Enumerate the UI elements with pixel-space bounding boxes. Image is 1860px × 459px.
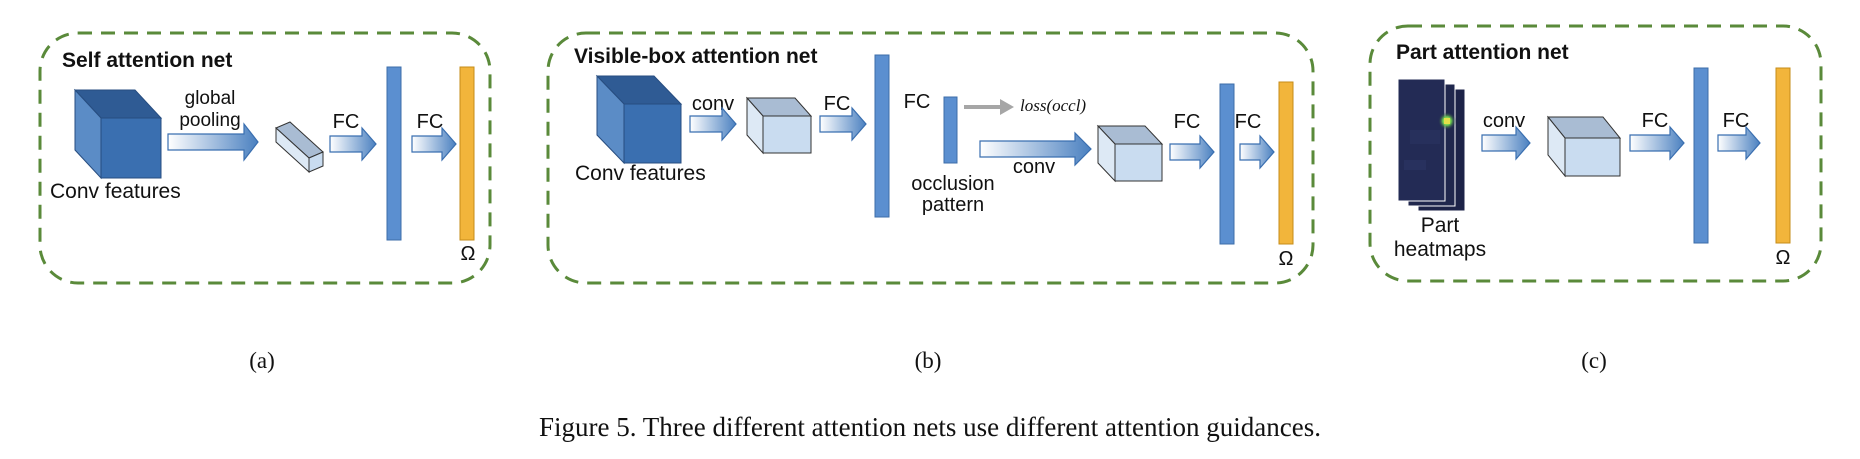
conv-label-c: conv	[1483, 110, 1525, 132]
fc-arrow-b1	[819, 106, 867, 142]
panel-b-border	[546, 31, 1315, 285]
global-pooling-label-line2: pooling	[179, 110, 240, 131]
conv-output-cube-b2	[1096, 124, 1164, 183]
global-pooling-arrow	[167, 122, 259, 162]
loss-occl-label: loss(occl)	[1020, 96, 1086, 115]
panel-a: Self attention net Conv features global …	[38, 31, 492, 285]
occlusion-pattern-bar	[943, 96, 958, 164]
fc-label-b1: FC	[824, 93, 851, 115]
conv-arrow-c	[1481, 125, 1531, 161]
panel-b-title: Visible-box attention net	[574, 45, 817, 68]
panel-b: Visible-box attention net Conv features …	[546, 31, 1315, 285]
omega-layer-c	[1775, 67, 1791, 244]
fc-arrow-b3	[1169, 134, 1215, 170]
occlusion-label-line1: occlusion	[911, 173, 994, 195]
fc-layer-a	[386, 66, 402, 241]
panel-c: Part attention net Part heatmaps conv FC	[1368, 24, 1823, 283]
conv-features-cube	[73, 88, 163, 180]
conv-output-cube-c	[1546, 115, 1622, 178]
part-heatmaps-label-line2: heatmaps	[1394, 238, 1486, 261]
fc-label-b3: FC	[1174, 111, 1201, 133]
figure-caption: Figure 5. Three different attention nets…	[539, 412, 1321, 442]
fc-layer-b2	[1219, 83, 1235, 245]
fc-layer-c	[1693, 67, 1709, 244]
fc-arrow-c2	[1717, 125, 1761, 161]
fc-arrow-b4	[1239, 134, 1275, 170]
panel-c-border	[1368, 24, 1823, 283]
part-heatmaps-stack	[1397, 78, 1466, 212]
loss-arrow	[964, 99, 1014, 115]
panel-a-title: Self attention net	[62, 49, 232, 72]
fc-label-b2: FC	[904, 91, 931, 113]
fc-label-b4: FC	[1235, 111, 1262, 133]
omega-label-a: Ω	[461, 243, 476, 265]
fc-arrow-a2	[411, 126, 457, 162]
fc-label-a1: FC	[333, 111, 360, 133]
conv-label-b2: conv	[1013, 156, 1055, 178]
conv-output-cube-b1	[745, 96, 813, 155]
panel-a-border	[38, 31, 492, 285]
fc-arrow-c1	[1629, 125, 1685, 161]
fc-label-c1: FC	[1642, 110, 1669, 132]
fc-arrow-a1	[329, 126, 377, 162]
global-pooling-label-line1: global	[185, 88, 236, 109]
conv-features-label: Conv features	[50, 180, 181, 203]
caption-a: (a)	[249, 348, 275, 373]
occlusion-label-line2: pattern	[922, 194, 984, 216]
omega-layer-b	[1278, 81, 1294, 245]
omega-layer-a	[459, 66, 475, 241]
conv-arrow-b1	[689, 106, 737, 142]
panel-c-title: Part attention net	[1396, 41, 1569, 64]
pooled-feature-box	[275, 121, 324, 174]
conv-features-cube-b	[595, 74, 683, 165]
fc-layer-b1	[874, 54, 890, 218]
caption-b: (b)	[915, 348, 942, 373]
caption-c: (c)	[1581, 348, 1607, 373]
conv-arrow-b2	[979, 131, 1092, 167]
conv-features-label-b: Conv features	[575, 162, 706, 185]
part-heatmaps-label-line1: Part	[1421, 214, 1460, 237]
fc-label-a2: FC	[417, 111, 444, 133]
omega-label-c: Ω	[1776, 247, 1791, 269]
omega-label-b: Ω	[1279, 248, 1294, 270]
conv-label-b1: conv	[692, 93, 734, 115]
fc-label-c2: FC	[1723, 110, 1750, 132]
